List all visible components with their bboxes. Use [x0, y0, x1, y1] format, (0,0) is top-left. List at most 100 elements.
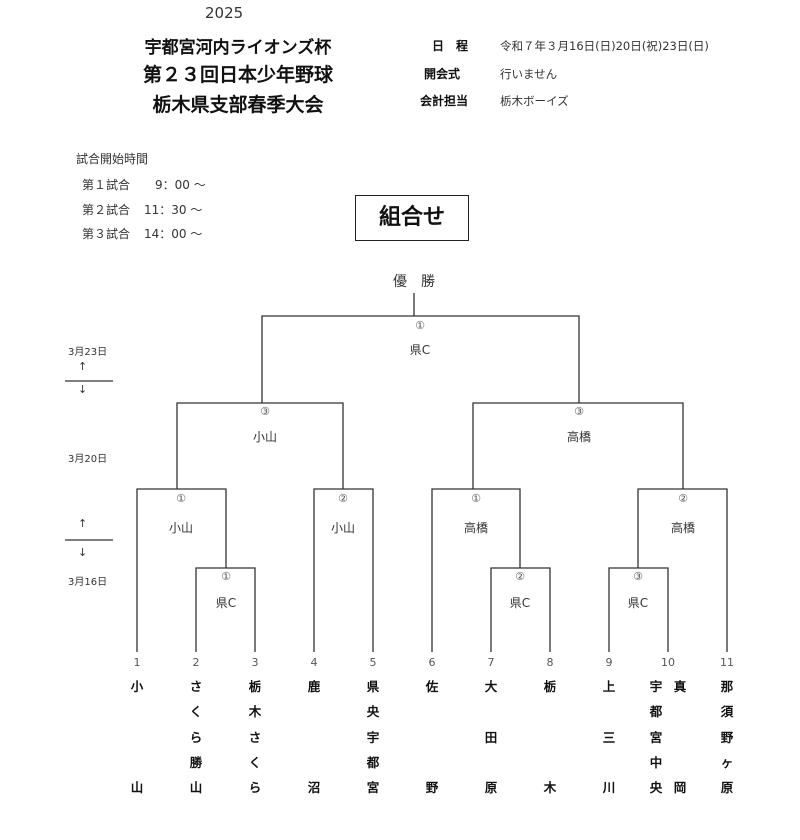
team-number: 9: [605, 656, 613, 669]
team-name: さくら勝山: [190, 676, 203, 796]
team-name: 那須野ヶ原: [721, 676, 734, 796]
date-day2: 3月20日: [68, 454, 108, 465]
team-number: 1: [133, 656, 141, 669]
game-1-label: 第１試合: [82, 178, 131, 192]
opening-ceremony-value: 行いません: [500, 67, 558, 81]
team-name-char: 央: [649, 780, 663, 795]
schedule-value: 令和７年３月16日(日)20日(祝)23日(日): [500, 39, 709, 53]
opening-ceremony-label: 開会式: [424, 67, 461, 81]
match-qf3-venue: 高橋: [463, 521, 489, 535]
match-r1c-number: ③: [633, 570, 643, 583]
team-name-char: ヶ: [720, 754, 734, 770]
title-line-2: 第２３回日本少年野球: [142, 64, 333, 86]
match-semi-left-number: ③: [260, 405, 270, 418]
title-line-3: 栃木県支部春季大会: [152, 94, 324, 116]
arrow-up-icon: ↑: [78, 517, 88, 530]
team-name-char: 沼: [307, 780, 321, 795]
team-name-char: 木: [543, 780, 557, 795]
match-qf2-number: ②: [338, 492, 348, 505]
game-2-time: 11：30 ～: [144, 203, 203, 217]
date-final: 3月23日: [68, 347, 108, 358]
team-name-char: 佐: [425, 679, 439, 694]
team-name-char: 小: [130, 679, 144, 694]
match-r1b-number: ②: [515, 570, 525, 583]
team-name-char: く: [248, 754, 262, 770]
team-name-secondary: 真岡: [674, 676, 687, 796]
match-r1c-venue: 県C: [627, 596, 649, 610]
team-name-char: 宇: [649, 679, 663, 694]
team-number: 4: [310, 656, 318, 669]
team-name-char: 須: [720, 704, 734, 720]
arrow-up-icon: ↑: [78, 360, 88, 373]
team-name: 上三川: [603, 676, 616, 796]
match-qf1-venue: 小山: [168, 521, 194, 535]
team-name-char: 都: [649, 704, 663, 720]
team-name-char: 中: [649, 754, 663, 770]
title-line-1: 宇都宮河内ライオンズ杯: [144, 38, 332, 58]
team-number: 2: [192, 656, 200, 669]
team-name-char: 田: [484, 729, 498, 745]
team-name-char: 宮: [366, 780, 380, 795]
match-r1a-venue: 県C: [215, 596, 237, 610]
team-number: 10: [661, 656, 675, 669]
schedule-label: 日 程: [432, 39, 469, 53]
team-name-char: 真: [673, 679, 687, 694]
team-name-char: 県: [366, 679, 380, 694]
treasurer-label: 会計担当: [420, 94, 469, 108]
match-final-number: ①: [415, 319, 425, 332]
date-day1: 3月16日: [68, 577, 108, 588]
team-name-char: 野: [720, 729, 734, 745]
team-name: 大田原: [485, 676, 498, 796]
team-name-char: 木: [248, 704, 262, 720]
team-name-char: さ: [189, 679, 203, 694]
team-name-char: 三: [602, 729, 616, 745]
team-name-char: 宇: [366, 729, 380, 745]
match-semi-right-venue: 高橋: [566, 430, 592, 444]
game-3-time: 14：00 ～: [144, 227, 203, 241]
team-name: 小山: [131, 676, 144, 796]
bracket-title-box: 組合せ: [355, 195, 469, 241]
team-name-char: 川: [602, 780, 616, 795]
team-name: 栃木さくら: [249, 676, 262, 796]
match-r1b-venue: 県C: [509, 596, 531, 610]
match-qf3-number: ①: [471, 492, 481, 505]
team-name-char: ら: [189, 729, 203, 745]
arrow-down-icon: ↓: [78, 546, 88, 559]
game-1-time: 9：00 ～: [155, 178, 206, 192]
match-final-venue: 県C: [409, 343, 431, 357]
team-name-char: く: [189, 704, 203, 720]
team-number: 7: [487, 656, 495, 669]
team-name-char: 栃: [543, 679, 557, 694]
match-qf2-venue: 小山: [330, 521, 356, 535]
year: 2025: [205, 4, 244, 22]
team-name: 宇都宮中央: [650, 676, 663, 796]
match-semi-left-venue: 小山: [252, 430, 278, 444]
match-qf4-number: ②: [678, 492, 688, 505]
game-3-label: 第３試合: [82, 227, 131, 241]
match-qf4-venue: 高橋: [670, 521, 696, 535]
match-qf1-number: ①: [176, 492, 186, 505]
team-name-char: 栃: [248, 679, 262, 694]
team-name-char: 勝: [189, 754, 203, 770]
team-name-char: 大: [484, 679, 498, 694]
team-name: 鹿沼: [308, 676, 321, 796]
arrow-down-icon: ↓: [78, 383, 88, 396]
team-name-char: 鹿: [307, 679, 321, 694]
team-name: 佐野: [426, 676, 439, 796]
start-times-heading: 試合開始時間: [76, 152, 149, 166]
team-number: 6: [428, 656, 436, 669]
team-name-char: 央: [366, 704, 380, 720]
champion-label: 優 勝: [393, 274, 435, 290]
treasurer-value: 栃木ボーイズ: [500, 94, 569, 108]
team-name-char: 岡: [673, 780, 687, 795]
match-semi-right-number: ③: [574, 405, 584, 418]
team-number: 11: [720, 656, 734, 669]
team-name-char: ら: [248, 780, 262, 795]
team-number: 8: [546, 656, 554, 669]
match-r1a-number: ①: [221, 570, 231, 583]
team-name: 栃木: [544, 676, 557, 796]
team-name-char: 原: [484, 780, 498, 795]
team-name-char: 野: [425, 780, 439, 795]
team-name-char: 上: [602, 679, 616, 694]
